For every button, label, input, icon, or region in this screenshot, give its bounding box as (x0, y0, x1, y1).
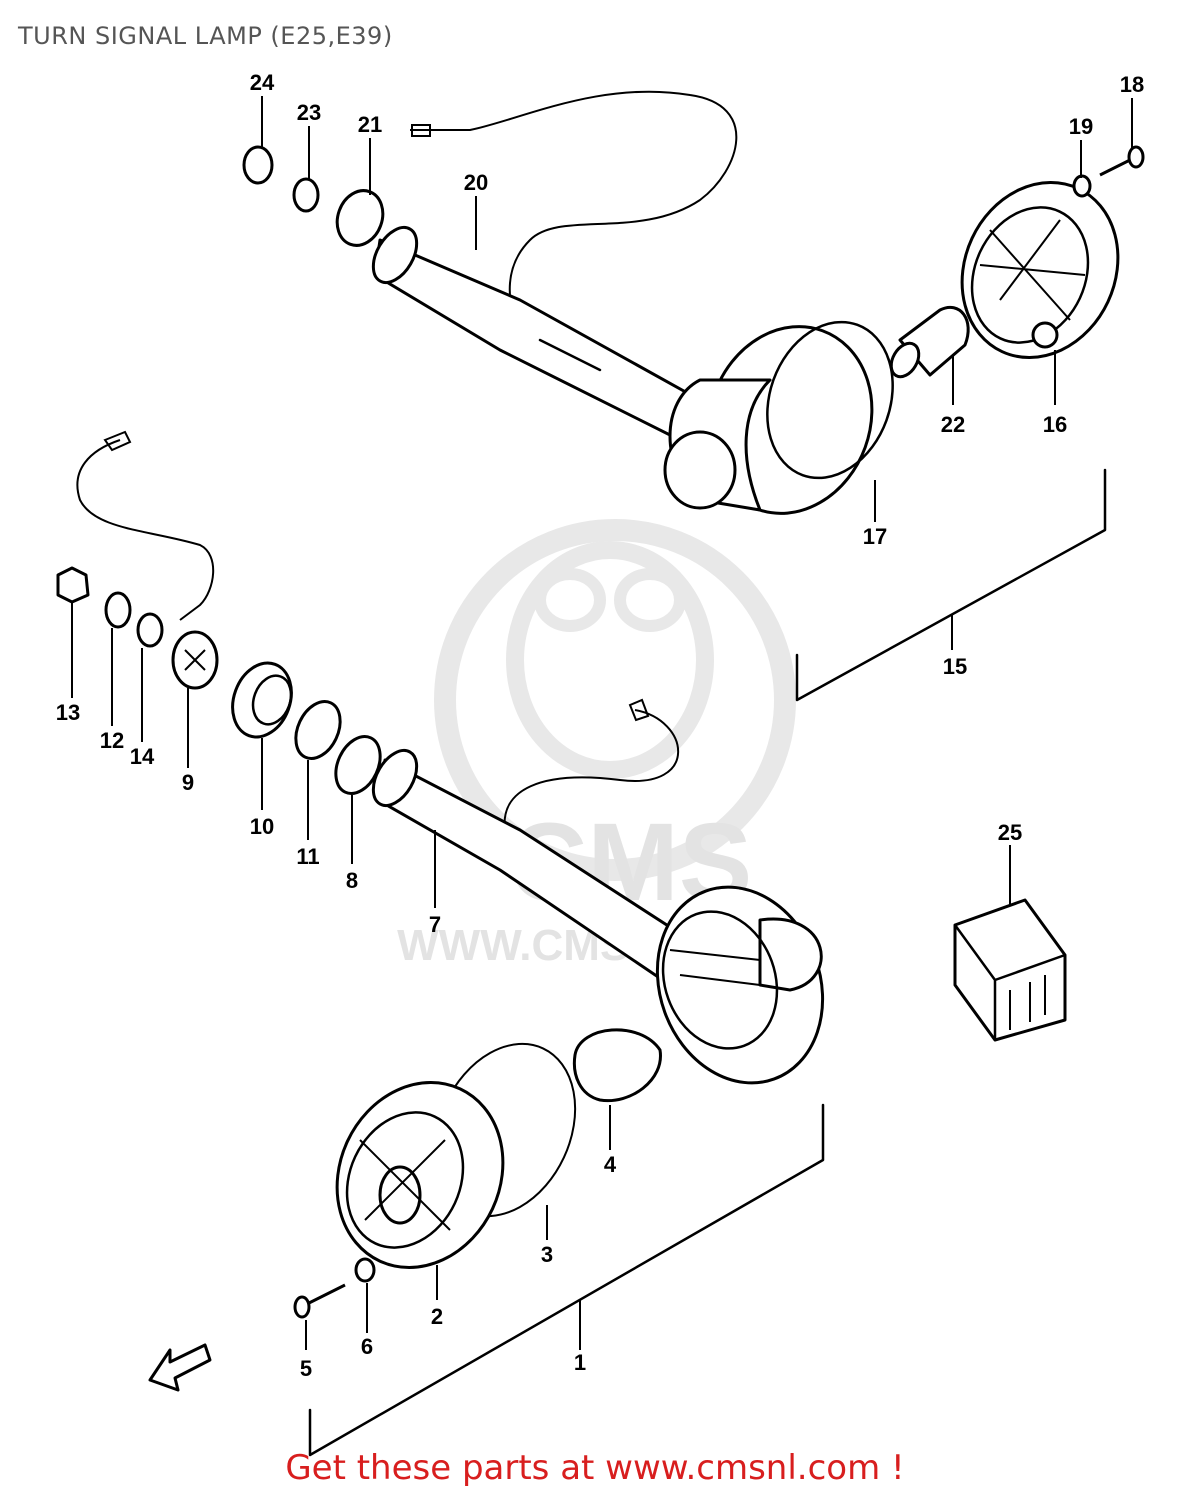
relay-25 (953, 898, 1067, 1042)
callout-4: 4 (604, 1152, 617, 1177)
callout-7: 7 (429, 912, 441, 937)
lower-bulb-4 (572, 1028, 662, 1103)
lower-left-wire (76, 439, 215, 621)
upper-bulb-22 (889, 306, 970, 379)
callout-9: 9 (182, 770, 194, 795)
leader-lines (71, 96, 1133, 1350)
callout-labels: 24 23 21 20 19 18 22 16 17 15 13 12 14 9… (56, 70, 1144, 1381)
callout-11: 11 (296, 844, 319, 869)
washer-6 (354, 1257, 376, 1283)
callout-21: 21 (358, 112, 382, 137)
callout-8: 8 (346, 868, 358, 893)
callout-18: 18 (1120, 72, 1144, 97)
upper-lamp-assembly (242, 90, 1145, 702)
callout-16: 16 (1043, 412, 1067, 437)
nut-13 (56, 566, 90, 604)
callout-25: 25 (998, 820, 1022, 845)
callout-5: 5 (300, 1356, 312, 1381)
washer-12 (104, 591, 132, 629)
upper-wire (410, 90, 738, 346)
front-arrow-icon (148, 1343, 212, 1392)
nut-24 (242, 145, 274, 185)
callout-2: 2 (431, 1304, 443, 1329)
callout-12: 12 (100, 728, 124, 753)
footer-link[interactable]: Get these parts at www.cmsnl.com ! (285, 1448, 905, 1488)
washer-11 (294, 700, 342, 760)
callout-1: 1 (574, 1350, 586, 1375)
callout-10: 10 (250, 814, 274, 839)
lower-wire (503, 709, 680, 841)
grommet-10 (231, 661, 293, 739)
callout-23: 23 (297, 100, 321, 125)
page-title: TURN SIGNAL LAMP (E25,E39) (18, 22, 393, 50)
callout-13: 13 (56, 700, 80, 725)
callout-14: 14 (130, 744, 155, 769)
callout-6: 6 (361, 1334, 373, 1359)
upper-housing-17 (663, 320, 894, 515)
lower-lens-2 (335, 1081, 505, 1269)
callout-20: 20 (464, 170, 488, 195)
bracket-1 (308, 1103, 825, 1457)
lower-stem-7 (371, 749, 692, 987)
lower-housing (655, 885, 825, 1085)
lower-lamp-assembly (56, 430, 825, 1457)
washer-14 (136, 612, 164, 648)
upper-stem-20 (371, 226, 702, 442)
callout-22: 22 (941, 412, 965, 437)
callout-15: 15 (943, 654, 967, 679)
screw-5 (293, 1283, 346, 1319)
callout-19: 19 (1069, 114, 1093, 139)
upper-lens-16 (960, 180, 1120, 360)
callout-17: 17 (863, 524, 887, 549)
callout-24: 24 (250, 70, 275, 95)
socket-9 (171, 630, 219, 690)
screw-18 (1099, 145, 1145, 177)
callout-3: 3 (541, 1242, 553, 1267)
washer-19 (1072, 174, 1092, 198)
washer-23 (292, 177, 320, 213)
